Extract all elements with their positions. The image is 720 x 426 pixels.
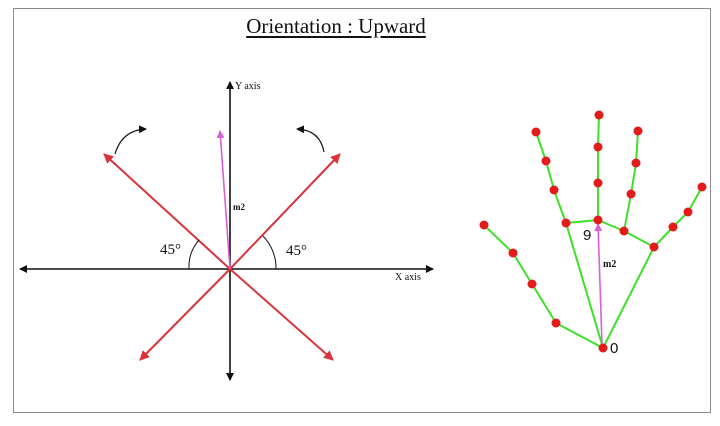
joint-middle-pip xyxy=(593,178,603,188)
hand-diagram: m2 9 0 xyxy=(479,110,707,357)
bone-ring-2 xyxy=(630,162,637,195)
joint-thumb-2 xyxy=(527,279,537,289)
rotated-axis-upper-right xyxy=(229,153,341,270)
landmark-label-0: 0 xyxy=(610,340,618,357)
bone-knuckle-1 xyxy=(565,219,599,224)
joint-pinky-pip xyxy=(668,222,678,232)
joint-thumb-tip xyxy=(479,220,489,230)
joint-ring-pip xyxy=(626,189,636,199)
y-axis-label: Y axis xyxy=(235,81,261,92)
rotated-axis-lower-left xyxy=(139,268,231,361)
bone-thumb-1 xyxy=(555,322,604,349)
bone-palm-pinky xyxy=(602,246,655,349)
angle-arc-right xyxy=(262,235,277,270)
bone-ring-3 xyxy=(635,130,639,164)
bone-knuckle-3 xyxy=(623,230,655,248)
angle-label-right: 45° xyxy=(286,243,307,259)
bone-thumb-2 xyxy=(531,283,557,324)
hand-m2-vector xyxy=(594,223,603,345)
joint-index-dip xyxy=(541,156,551,166)
figure-frame xyxy=(13,8,711,413)
bone-middle-3 xyxy=(597,114,600,148)
joint-thumb-3 xyxy=(508,248,518,258)
joint-middle-tip xyxy=(594,110,604,120)
joint-pinky-mcp xyxy=(649,242,659,252)
rotation-arrow-right xyxy=(296,125,325,153)
bone-pinky-3 xyxy=(687,186,703,213)
bone-index-1 xyxy=(553,189,567,224)
joint-ring-dip xyxy=(631,158,641,168)
joint-thumb-1 xyxy=(551,318,561,328)
bone-pinky-1 xyxy=(653,226,674,248)
bone-knuckle-2 xyxy=(597,219,625,232)
rotated-axis-lower-right xyxy=(229,268,334,361)
joint-index-pip xyxy=(549,185,559,195)
angle-arc-left xyxy=(188,239,200,270)
joint-middle-dip xyxy=(593,142,603,152)
bone-palm-index xyxy=(565,222,604,349)
hand-joints xyxy=(479,110,707,353)
figure-title: Orientation : Upward xyxy=(246,14,426,38)
rotated-axis-upper-left xyxy=(103,153,231,270)
joint-index-tip xyxy=(531,127,541,137)
bone-thumb-3 xyxy=(512,252,533,285)
hand-bones xyxy=(483,114,703,349)
joint-0-wrist xyxy=(598,343,608,353)
joint-ring-mcp xyxy=(619,226,629,236)
bone-thumb-4 xyxy=(483,224,514,254)
m2-vector xyxy=(216,130,231,270)
axes-diagram: Y axis X axis m2 45° 45° xyxy=(19,81,434,381)
joint-pinky-dip xyxy=(683,207,693,217)
angle-label-left: 45° xyxy=(160,242,181,258)
rotation-arrow-left xyxy=(114,125,147,155)
joint-ring-tip xyxy=(633,126,643,136)
hand-m2-label: m2 xyxy=(603,259,616,270)
bone-index-3 xyxy=(535,131,547,162)
joint-9-middle-mcp xyxy=(593,215,603,225)
landmark-label-9: 9 xyxy=(583,227,591,244)
m2-vector-label: m2 xyxy=(233,202,245,212)
bone-ring-1 xyxy=(623,193,632,232)
bone-index-2 xyxy=(545,160,555,191)
x-axis-label: X axis xyxy=(395,272,421,283)
joint-index-mcp xyxy=(561,218,571,228)
joint-pinky-tip xyxy=(697,182,707,192)
